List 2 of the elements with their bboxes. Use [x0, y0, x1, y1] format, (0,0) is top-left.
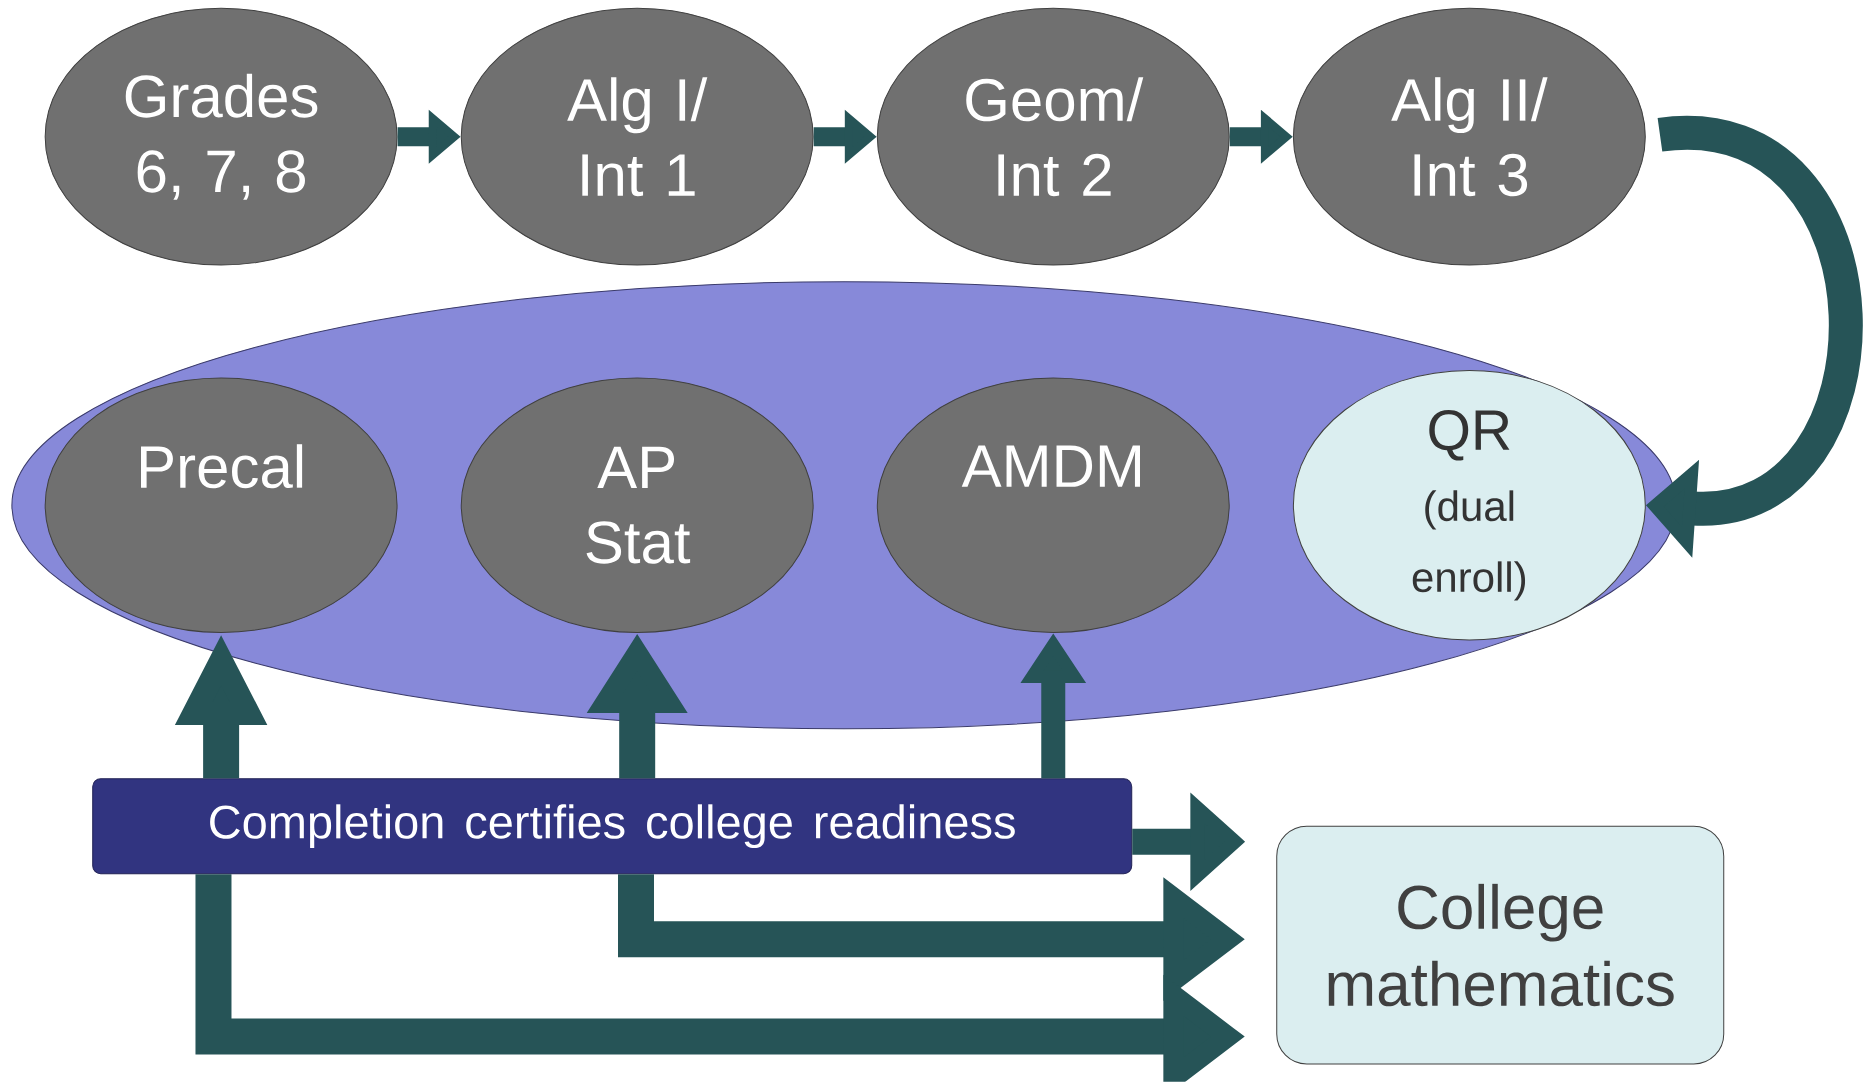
- destination-box: College mathematics: [1276, 825, 1725, 1065]
- banner-box: Completion certifies college readiness: [92, 778, 1133, 875]
